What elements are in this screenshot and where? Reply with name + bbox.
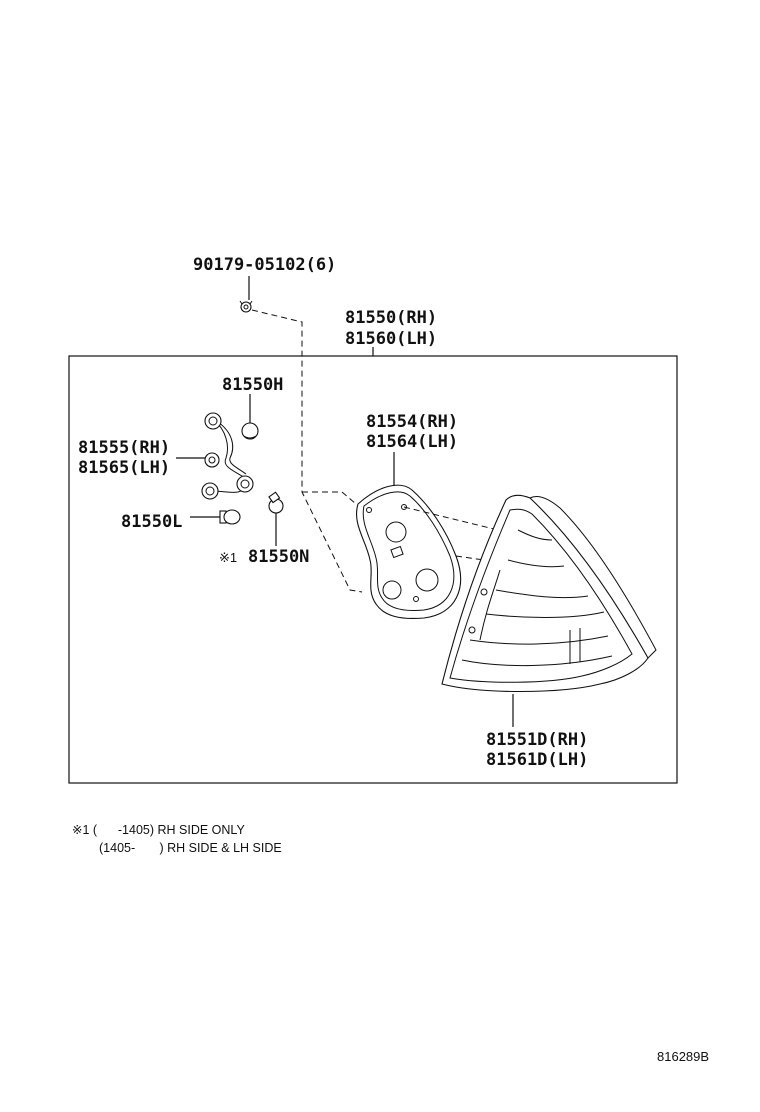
bulb-h-part-number: 81550H xyxy=(222,375,283,395)
bulb-n-icon xyxy=(268,491,284,514)
gasket-icon xyxy=(356,484,461,620)
lens-icon xyxy=(441,494,657,693)
bulb-l-icon xyxy=(219,509,241,525)
figure-reference: 816289B xyxy=(657,1049,709,1064)
footnote-line-1: ※1 ( -1405) RH SIDE ONLY xyxy=(72,823,245,837)
gasket-part-number-rh: 81554(RH) xyxy=(366,412,458,432)
gasket-part-number-lh: 81564(LH) xyxy=(366,432,458,452)
socket-harness-icon xyxy=(201,412,254,500)
lens-part-number-rh: 81551D(RH) xyxy=(486,730,588,750)
socket-part-number-lh: 81565(LH) xyxy=(78,458,170,478)
lens-part-number-lh: 81561D(LH) xyxy=(486,750,588,770)
bulb-n-footnote-mark: ※1 xyxy=(219,550,237,565)
footnote-line-2: (1405- ) RH SIDE & LH SIDE xyxy=(99,841,282,855)
gasket-dashed-path xyxy=(302,491,499,561)
bulb-l-part-number: 81550L xyxy=(121,512,182,532)
assembly-part-number-lh: 81560(LH) xyxy=(345,329,437,349)
bulb-h-icon xyxy=(241,422,259,440)
assembly-part-number-rh: 81550(RH) xyxy=(345,308,437,328)
bolt-part-number: 90179-05102(6) xyxy=(193,255,336,275)
bolt-icon xyxy=(239,300,253,313)
bulb-n-part-number: 81550N xyxy=(248,547,309,567)
socket-part-number-rh: 81555(RH) xyxy=(78,438,170,458)
